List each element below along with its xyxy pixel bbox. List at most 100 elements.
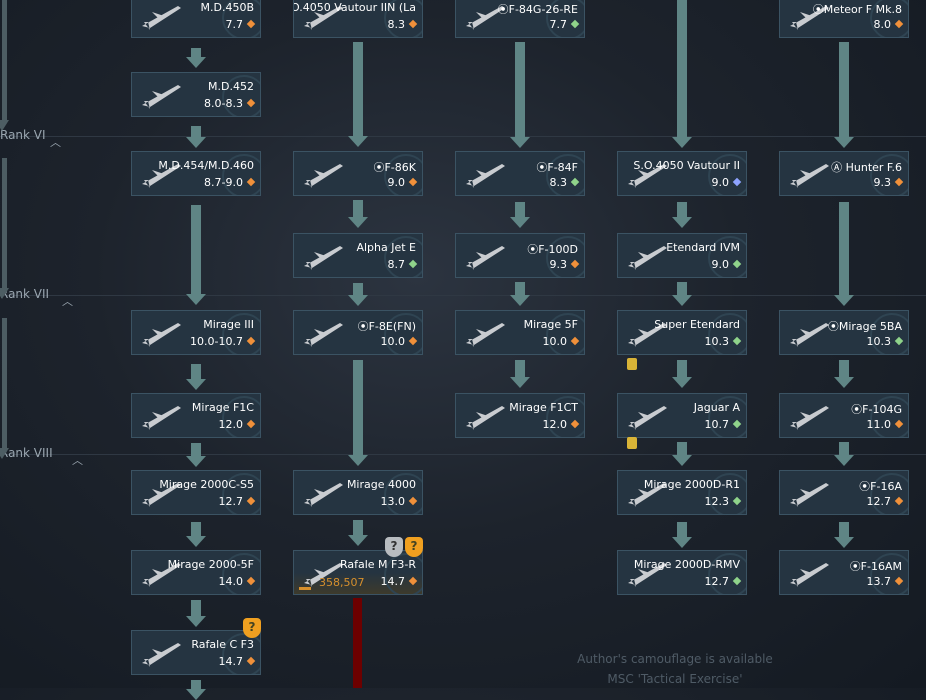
nation-emblem [384,154,422,195]
vehicle-name: Ⓐ Hunter F.6 [831,161,902,174]
rank-label[interactable]: Rank VII [0,287,50,301]
nation-emblem [222,313,260,354]
battle-rating-value: 11.0 [866,418,892,431]
arrow-shaft [191,680,201,690]
vehicle-name: Rafale C F3 [191,638,254,651]
battle-rating: 10.0-10.7 [190,335,256,348]
vehicle-name: Alpha Jet E [356,241,416,254]
vehicle-class-icon [246,419,256,429]
rank-separator [0,295,926,296]
arrow-shaft [839,442,849,456]
aircraft-icon [138,557,186,589]
rank-arrow-head [0,448,9,459]
vehicle-card[interactable]: Alpha Jet E 8.7 [293,233,423,278]
vehicle-class-icon [570,19,580,29]
nation-emblem [384,313,422,354]
battle-rating-value: 14.7 [380,575,406,588]
vehicle-card[interactable]: ⦿F-104G 11.0 [779,393,909,438]
arrow-shaft [515,282,525,296]
nation-emblem [546,0,584,37]
battle-rating: 9.3 [874,176,904,189]
vehicle-name: ⦿F-104G [851,403,902,416]
battle-rating-value: 12.3 [704,495,730,508]
vehicle-card[interactable]: ⦿F-8E(FN)10.0 [293,310,423,355]
nation-emblem [546,236,584,277]
battle-rating: 9.3 [550,258,580,271]
vehicle-card[interactable]: Ⓐ Hunter F.6 9.3 [779,151,909,196]
nation-emblem [708,473,746,514]
arrow-head [186,456,206,467]
aircraft-icon [300,0,348,32]
collapse-chevron-icon[interactable]: ︿ [50,136,61,149]
battle-rating-value: 9.0 [711,176,730,189]
aircraft-icon [138,158,186,190]
camouflage-notice: Author's camouflage is available [577,652,773,666]
battle-rating: 12.3 [704,495,742,508]
arrow-shaft [191,364,201,380]
nation-emblem [870,0,908,37]
collapse-chevron-icon[interactable]: ︿ [62,295,73,308]
nation-emblem [384,236,422,277]
vehicle-name: Mirage 2000C-S5 [159,478,254,491]
rank-label[interactable]: Rank VIII [0,446,53,460]
arrow-head [510,295,530,306]
collapse-chevron-icon[interactable]: ︿ [72,454,83,467]
arrow-shaft [677,442,687,456]
battle-rating: 14.7 [219,655,256,668]
aircraft-icon [786,477,834,509]
arrow-head [186,294,206,305]
vehicle-class-icon [732,419,742,429]
vehicle-name: Super Etendard [654,318,740,331]
nation-emblem [708,154,746,195]
battle-rating: 8.7 [388,258,418,271]
unknown-badge-icon[interactable]: ? [243,618,261,638]
arrow-shaft [191,126,201,138]
vehicle-card[interactable]: Rafale C F3 14.7 [131,630,261,675]
nation-emblem [870,313,908,354]
battle-rating: 11.0 [866,418,904,431]
battle-rating: 12.7 [705,575,742,588]
arrow-shaft [677,522,687,538]
vehicle-class-icon [894,177,904,187]
vehicle-name: ⦿F-84G-26-RE [497,3,578,16]
arrow-head [672,295,692,306]
vehicle-name: Mirage F1CT [509,401,578,414]
vehicle-name: Etendard IVM [666,241,740,254]
nation-emblem [870,473,908,514]
unknown-badge-icon[interactable]: ? [405,537,423,557]
event-badge-icon[interactable]: ? [385,537,403,557]
vehicle-name: Jaguar A [693,401,740,414]
battle-rating-value: 7.7 [225,18,244,31]
rank-label[interactable]: Rank VI [0,128,46,142]
arrow-shaft [839,42,849,138]
aircraft-icon [300,317,348,349]
battle-rating: 8.0-8.3 [204,97,256,110]
vehicle-name: ⦿F-86K [373,161,416,174]
